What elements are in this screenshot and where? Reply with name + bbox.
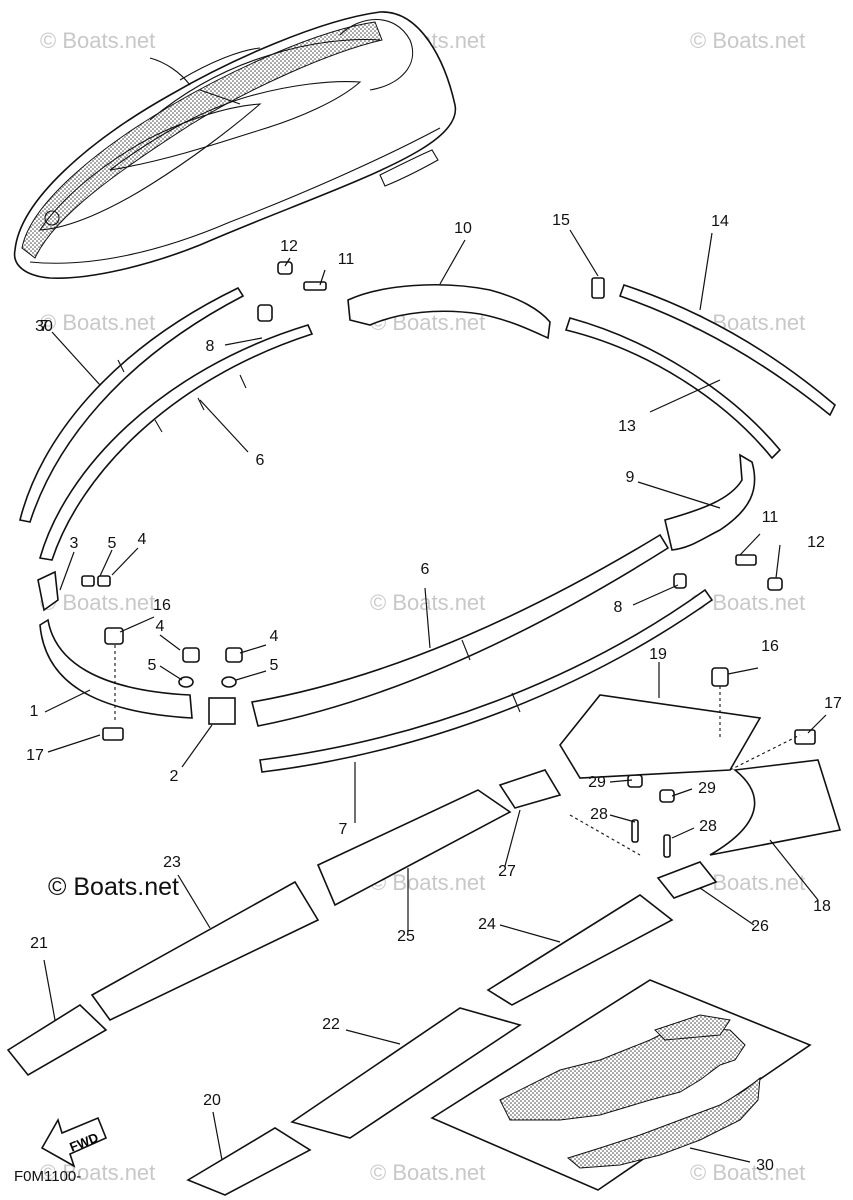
callout-label: 18 [813,898,831,915]
callout-label: 13 [618,418,636,435]
part-26 [656,861,718,899]
part-19 [559,694,762,779]
part-1 [39,618,193,719]
watermark: © Boats.net [690,1160,806,1185]
callout-label: 20 [203,1092,221,1109]
part-2 [208,697,236,725]
callout-label: 6 [420,561,430,578]
callout-label: 8 [613,599,623,616]
figure-code: F0M1100- [14,1168,82,1185]
brand-label: © Boats.net [48,873,179,901]
callout-label: 17 [26,747,44,764]
watermark: © Boats.net [40,310,156,335]
callout-label: 30 [35,318,53,335]
part-13 [564,317,782,460]
callout-label: 30 [756,1157,774,1174]
callout-label: 12 [280,238,298,255]
callout-label: 29 [588,774,606,791]
callout-label: 6 [255,452,265,469]
callout-label: 7 [39,318,49,335]
callout-label: 5 [269,657,279,674]
callout-label: 17 [824,695,842,712]
callout-label: 28 [590,806,608,823]
part-24 [486,894,674,1006]
callout-label: 22 [322,1016,340,1033]
callout-label: 14 [711,213,729,230]
part-18 [709,759,842,856]
part-3 [37,570,59,612]
part-6-long [251,533,670,727]
callout-label: 28 [699,818,717,835]
fasteners [81,261,816,858]
callout-label: 5 [147,657,157,674]
watermark: © Boats.net [40,590,156,615]
callout-label: 16 [761,638,779,655]
callout-label: 2 [169,768,179,785]
callout-label: 4 [269,628,279,645]
watermark: © Boats.net [40,28,156,53]
watermark: © Boats.net [370,1160,486,1185]
part-14 [618,283,836,417]
callout-label: 7 [338,821,348,838]
callout-label: 10 [454,220,472,237]
callout-label: 21 [30,935,48,952]
part-30-deck-mat [430,979,812,1191]
callout-label: 27 [498,863,516,880]
part-27 [498,769,562,809]
part-9 [664,453,756,551]
part-21 [6,1003,108,1077]
callout-label: 25 [397,928,415,945]
fwd-arrow-icon: FWD [40,1116,108,1168]
callout-label: 12 [807,534,825,551]
part-6-upper [38,324,314,561]
callout-label: 16 [153,597,171,614]
callout-label: 15 [552,212,570,229]
part-25 [316,789,512,907]
watermark: © Boats.net [690,28,806,53]
callout-label: 29 [698,780,716,797]
callout-label: 24 [478,916,496,933]
part-20 [186,1127,312,1196]
callout-label: 19 [649,646,667,663]
part-7-upper [19,286,245,523]
callout-label: 4 [155,618,165,635]
part-7-long [259,588,714,773]
callout-label: 4 [137,531,147,548]
callout-label: 9 [625,469,635,486]
part-22 [290,1007,522,1139]
callout-label: 5 [107,535,117,552]
part-10 [347,284,551,340]
callout-label: 11 [337,251,355,268]
watercraft-illustration [13,11,457,279]
callout-label: 11 [761,509,779,526]
callout-label: 26 [751,918,769,935]
watermark: © Boats.net [370,590,486,615]
part-23 [90,880,320,1022]
watermark: © Boats.net [40,1160,156,1185]
leader-lines [43,229,827,1163]
callout-label: 8 [205,338,215,355]
callout-label: 1 [29,703,39,720]
callout-label: 3 [69,535,79,552]
callout-label: 23 [163,854,181,871]
